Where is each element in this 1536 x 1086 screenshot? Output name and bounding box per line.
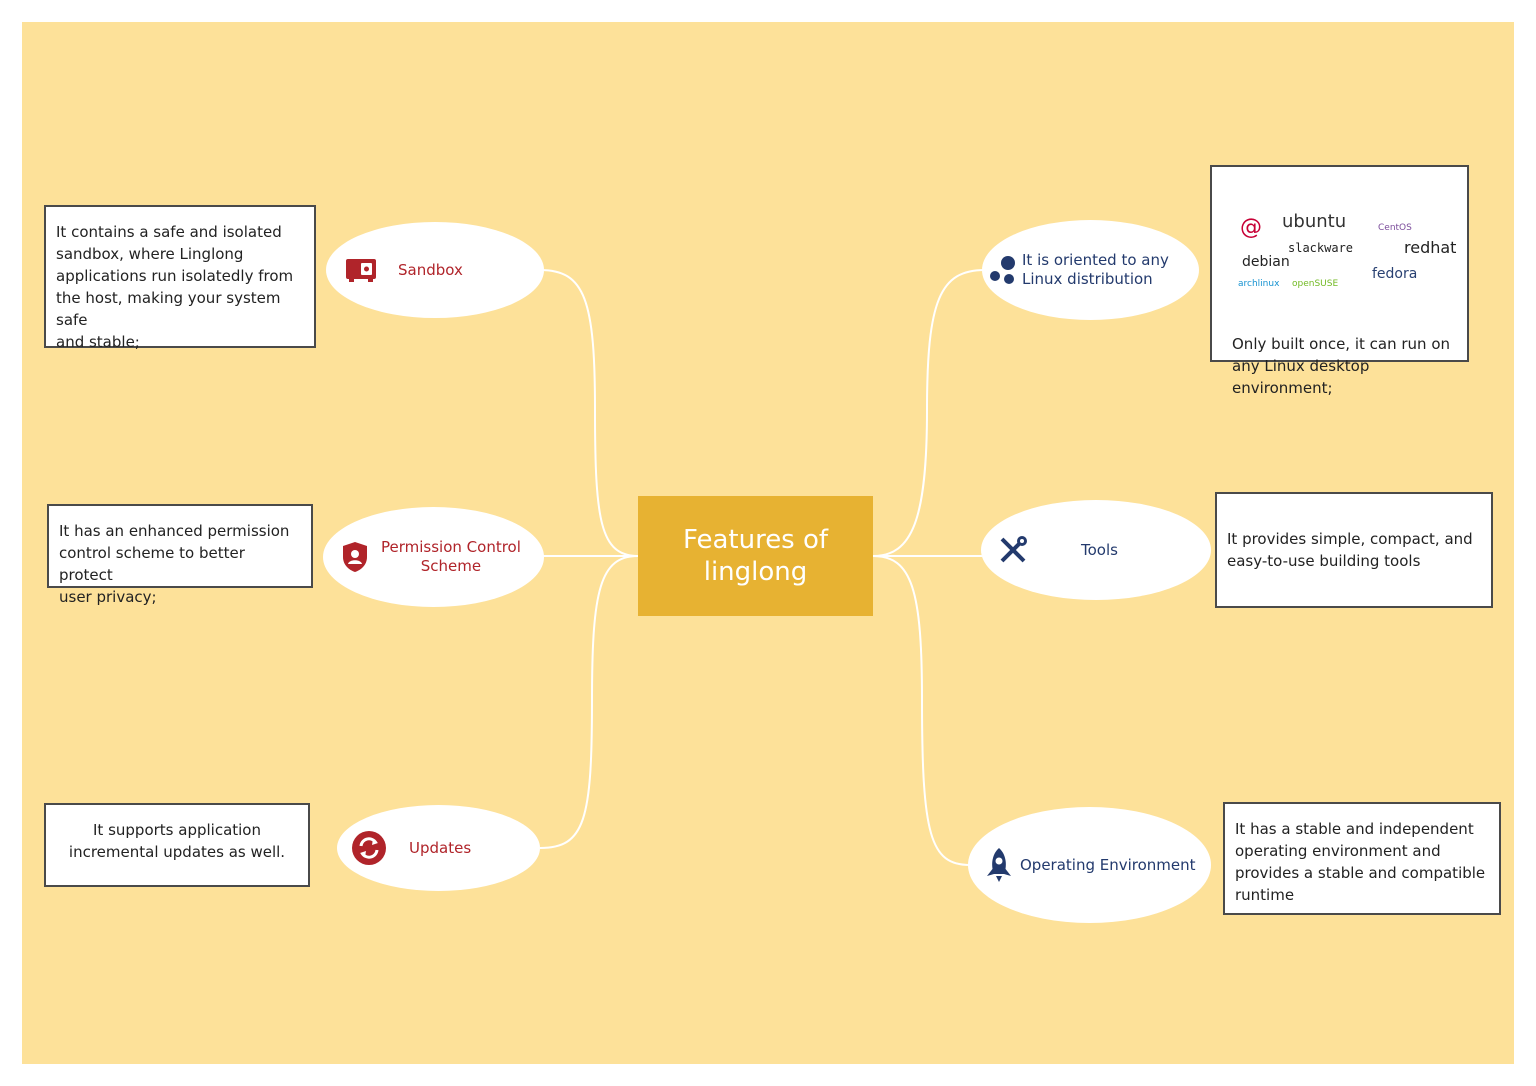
rocket-icon [984,847,1014,883]
sandbox-description: It contains a safe and isolated sandbox,… [44,205,316,351]
environment-label: Operating Environment [1020,855,1196,874]
slackware-logo: slackware [1288,241,1354,255]
tools-icon [997,534,1029,566]
linux-label: It is oriented to any Linux distribution [1022,251,1169,288]
centos-logo: CentOS [1378,223,1412,233]
distro-logos: @ ubuntu CentOS slackware redhat debian … [1238,203,1458,289]
refresh-icon [351,830,387,866]
updates-label: Updates [409,838,472,857]
shield-user-icon [341,540,369,574]
safe-icon [344,257,378,283]
permission-label: Permission Control Scheme [381,538,521,575]
link-linux [872,269,986,557]
sandbox-label: Sandbox [398,260,463,279]
permission-description: It has an enhanced permission control sc… [47,504,313,606]
central-topic[interactable]: Features of linglong [638,496,873,616]
linux-node[interactable]: It is oriented to any Linux distribution [982,220,1199,320]
tools-description: It provides simple, compact, and easy-to… [1215,492,1493,608]
updates-node[interactable]: Updates [337,805,540,891]
debian-swirl-icon: @ [1240,215,1262,240]
environment-description: It has a stable and independent operatin… [1223,802,1501,915]
archlinux-logo: archlinux [1238,279,1280,289]
redhat-logo: redhat [1404,238,1457,257]
tools-label: Tools [1081,540,1118,559]
ubuntu-logo: ubuntu [1282,211,1347,232]
tools-node[interactable]: Tools [981,500,1211,600]
link-environment [872,555,971,866]
linux-description: Only built once, it can run on any Linux… [1232,335,1450,397]
link-updates [539,555,639,849]
sandbox-node[interactable]: Sandbox [326,222,544,318]
dots-icon [988,255,1018,285]
opensuse-logo: openSUSE [1292,279,1339,289]
permission-node[interactable]: Permission Control Scheme [323,507,544,607]
linux-description-box: @ ubuntu CentOS slackware redhat debian … [1210,165,1469,397]
fedora-logo: fedora [1372,266,1418,282]
updates-description: It supports application incremental upda… [44,803,310,887]
debian-logo: debian [1242,254,1290,270]
environment-node[interactable]: Operating Environment [968,807,1211,923]
link-sandbox [539,269,639,557]
